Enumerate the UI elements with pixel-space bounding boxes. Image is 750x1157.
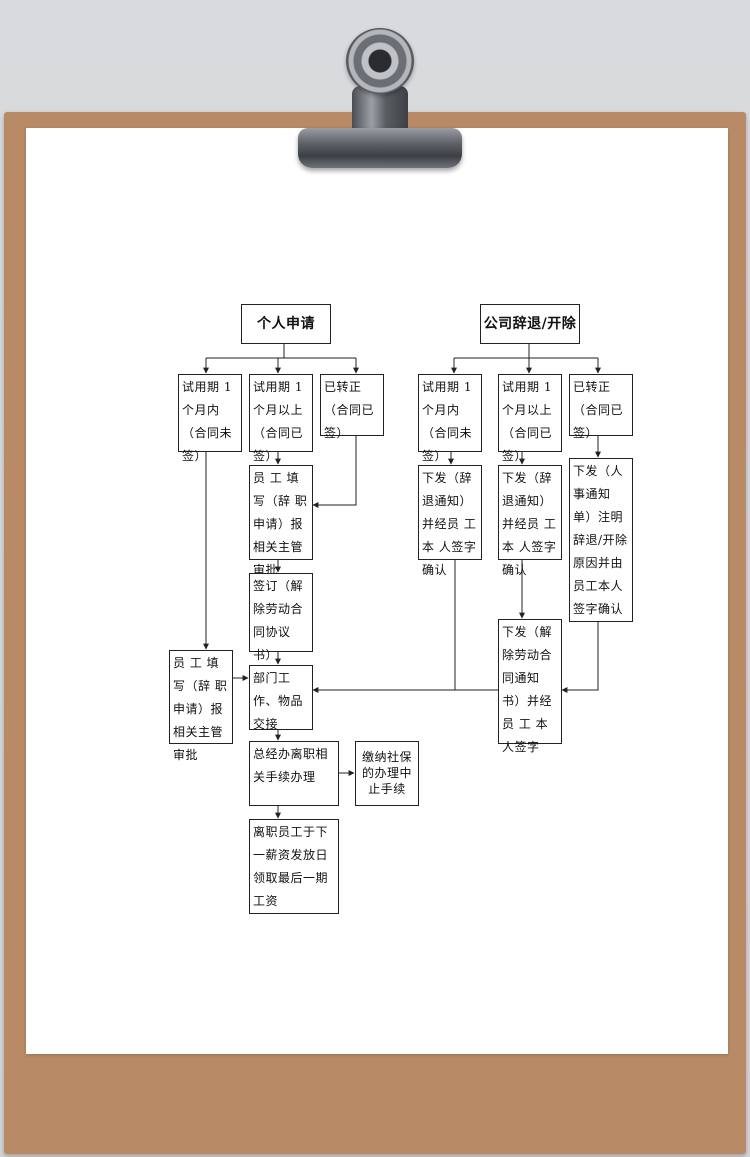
company-notice-within-box: 下发（辞退通知）并经员 工 本 人签字确认 xyxy=(418,465,482,577)
clip-ring xyxy=(346,28,414,94)
personal-probation-within-box: 试用期 1 个月内（合同未签） xyxy=(178,374,242,463)
company-probation-within-box: 试用期 1 个月内（合同未签） xyxy=(418,374,482,463)
company-hr-notice-box: 下发（人事通知单）注明辞退/开除原因并由员工本人签字确认 xyxy=(569,458,633,622)
gm-office-procedure-box: 总经办离职相关手续办理 xyxy=(249,741,339,806)
personal-regular-box: 已转正（合同已签） xyxy=(320,374,384,440)
company-dismissal-title: 公司辞退/开除 xyxy=(480,304,580,344)
personal-probation-over-box: 试用期 1 个月以上（合同已签） xyxy=(249,374,313,463)
personal-fill-resignation-left-box: 员 工 填 写（辞 职 申请）报相关主管审批 xyxy=(169,650,233,762)
handover-box: 部门工作、物品交接 xyxy=(249,665,313,731)
company-notice-over-box: 下发（辞退通知）并经员 工 本 人签字确认 xyxy=(498,465,562,577)
social-security-stop-box: 缴纳社保的办理中止手续 xyxy=(355,741,419,806)
company-regular-box: 已转正（合同已签） xyxy=(569,374,633,440)
personal-sign-agreement-box: 签订（解除劳动合同协议书） xyxy=(249,573,313,662)
final-salary-box: 离职员工于下一薪资发放日领取最后一期工资 xyxy=(249,819,339,914)
personal-fill-resignation-box: 员 工 填 写（辞 职 申请）报相关主管审批 xyxy=(249,465,313,577)
company-probation-over-box: 试用期 1 个月以上（合同已签） xyxy=(498,374,562,463)
personal-application-title: 个人申请 xyxy=(241,304,331,344)
clip-base xyxy=(298,128,462,168)
company-termination-notice-box: 下发（解除劳动合同通知书）并经 员 工 本人签字 xyxy=(498,619,562,754)
